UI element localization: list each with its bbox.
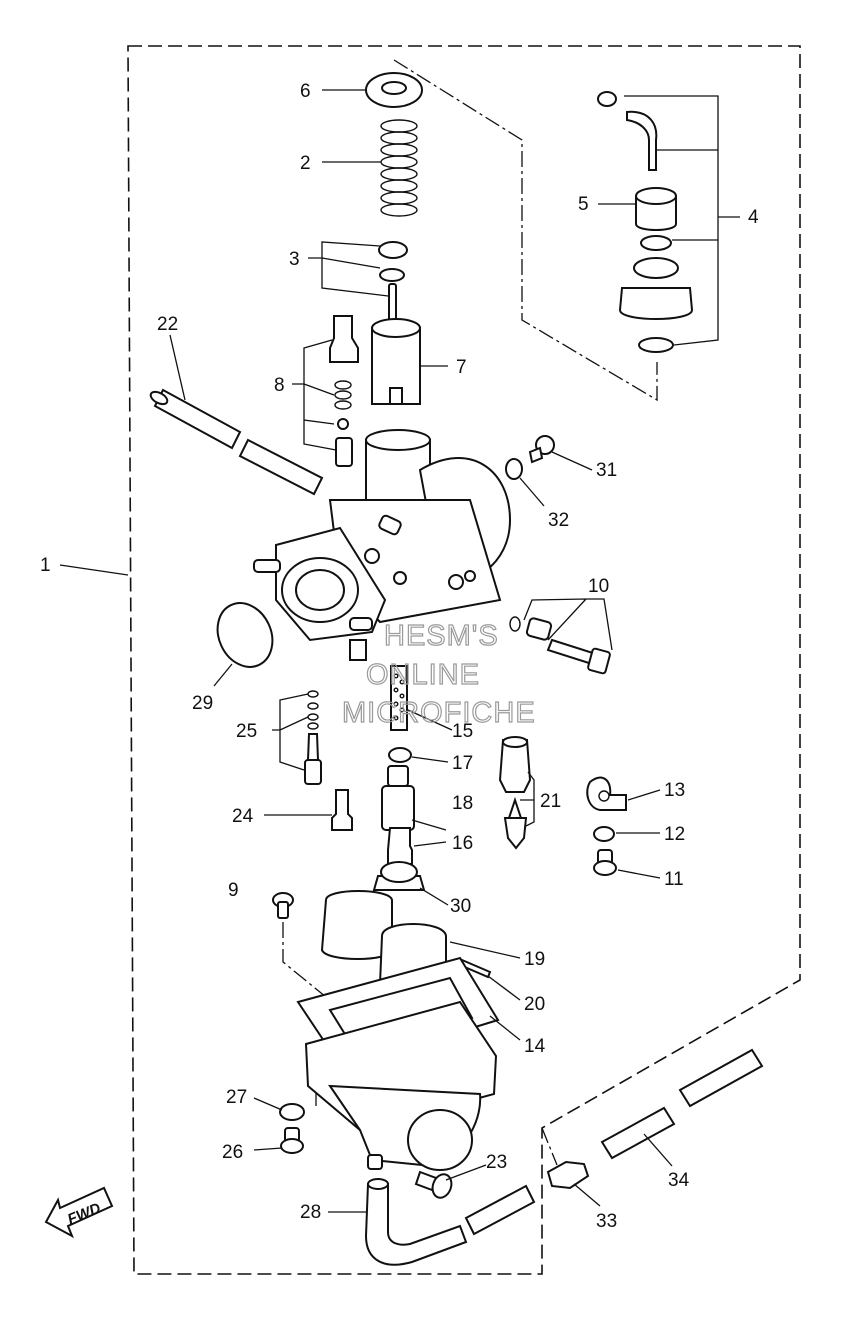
callout-19: 19	[524, 949, 545, 970]
part-stop-screw-10	[509, 616, 611, 675]
part-oring-29	[216, 602, 274, 668]
callout-26: 26	[222, 1142, 243, 1163]
callout-10: 10	[588, 576, 609, 597]
callout-8: 8	[274, 375, 285, 396]
part-drain-screw-23	[414, 1170, 453, 1199]
part-pilot-screw-8	[329, 315, 359, 467]
part-washer-27	[279, 1103, 305, 1121]
part-jet-holder-18	[381, 765, 415, 831]
callout-20: 20	[524, 994, 545, 1015]
part-washer-12	[593, 826, 615, 842]
callout-15: 15	[452, 721, 473, 742]
callout-34: 34	[668, 1170, 690, 1191]
watermark: HESM'S ONLINE MICROFICHE	[341, 619, 536, 729]
callout-31: 31	[596, 460, 617, 481]
callout-12: 12	[664, 824, 685, 845]
callout-7: 7	[456, 357, 467, 378]
watermark-line-3: MICROFICHE	[342, 697, 536, 729]
leader-lines	[59, 89, 740, 1213]
part-pilot-jet-24	[331, 789, 353, 831]
part-hose-34	[600, 1048, 764, 1160]
part-bracket-13	[586, 776, 627, 811]
part-main-jet-16	[387, 827, 413, 865]
callout-2: 2	[300, 153, 311, 174]
callout-17: 17	[452, 753, 473, 774]
callout-24: 24	[232, 806, 254, 827]
chain-line-hose	[541, 1127, 558, 1166]
part-cap-assembly-4	[597, 91, 694, 353]
callout-1: 1	[40, 555, 51, 576]
part-fitting-33	[546, 1160, 590, 1190]
watermark-line-2: ONLINE	[366, 659, 480, 691]
callout-16: 16	[452, 833, 473, 854]
callout-5: 5	[578, 194, 589, 215]
part-oring-17	[388, 747, 412, 763]
callout-22: 22	[157, 314, 178, 335]
callout-29: 29	[192, 693, 213, 714]
callout-21: 21	[540, 791, 561, 812]
callout-14: 14	[524, 1036, 546, 1057]
callout-30: 30	[450, 896, 471, 917]
part-screw-26	[280, 1127, 304, 1154]
callout-9: 9	[228, 880, 239, 901]
part-screw-set-25	[304, 690, 322, 785]
callout-4: 4	[748, 207, 759, 228]
callout-18: 18	[452, 793, 473, 814]
chain-line-slide	[393, 59, 658, 402]
part-needle	[388, 283, 397, 325]
watermark-line-1: HESM'S	[384, 620, 499, 652]
callout-28: 28	[300, 1202, 321, 1223]
part-needle-valve-21	[498, 736, 532, 850]
callout-32: 32	[548, 510, 569, 531]
callout-23: 23	[486, 1152, 507, 1173]
callout-3: 3	[289, 249, 300, 270]
callout-6: 6	[300, 81, 311, 102]
callout-25: 25	[236, 721, 257, 742]
chain-line-float-pin	[282, 922, 343, 1011]
part-throttle-slide-7	[371, 318, 421, 405]
callout-27: 27	[226, 1087, 247, 1108]
part-drain-hose-28	[364, 1178, 536, 1266]
part-clip-3	[378, 241, 408, 282]
part-spring-2	[380, 119, 418, 217]
part-float-bowl	[304, 1000, 498, 1171]
callout-11: 11	[664, 869, 684, 890]
fwd-arrow-icon: FWD	[44, 1186, 114, 1239]
callout-13: 13	[664, 780, 685, 801]
part-tube-22	[149, 388, 324, 496]
part-carburetor-body	[253, 429, 512, 661]
callout-33: 33	[596, 1211, 617, 1232]
part-baffle-30	[372, 861, 426, 891]
part-washer-32	[505, 458, 523, 480]
part-screw-11	[593, 849, 617, 876]
part-screw-31	[528, 435, 555, 464]
part-seal-6	[365, 72, 423, 108]
part-needle-jet-15	[390, 665, 408, 731]
part-screw-9	[272, 892, 294, 919]
